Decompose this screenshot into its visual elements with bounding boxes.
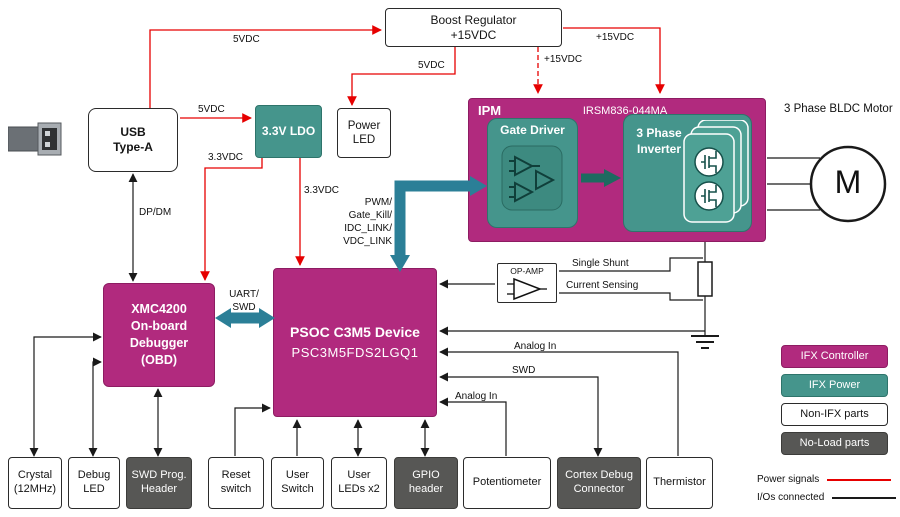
user-switch-box: User Switch — [271, 457, 324, 509]
gpio-header-label: GPIO header — [408, 469, 444, 495]
label-pwm-bus: PWM/ Gate_Kill/ IDC_LINK/ VDC_LINK — [343, 197, 392, 247]
label-uart-swd: UART/ SWD — [229, 289, 259, 313]
legend-power-signals-label: Power signals — [757, 474, 820, 485]
power-led-box: Power LED — [337, 108, 391, 158]
debug-led-box: Debug LED — [68, 457, 120, 509]
label-3v3-ldo-obd: 3.3VDC — [208, 152, 244, 163]
label-15vdc-right: +15VDC — [596, 32, 635, 43]
ldo-label: 3.3V LDO — [261, 124, 316, 138]
boost-regulator-label: Boost Regulator +15VDC — [430, 12, 517, 42]
potentiometer-label: Potentiometer — [472, 476, 542, 489]
motor-label: 3 Phase BLDC Motor — [784, 103, 893, 115]
motor-symbol: M — [834, 164, 862, 200]
cortex-debug-connector-label: Cortex Debug Connector — [565, 469, 633, 495]
power-led-label: Power LED — [347, 119, 381, 146]
user-leds-label: User LEDs x2 — [338, 469, 380, 495]
label-dp-dm: DP/DM — [139, 207, 172, 218]
legend-no-load-parts: No-Load parts — [781, 432, 888, 455]
legend-ios-connected-label: I/Os connected — [757, 492, 825, 503]
ipm-title: IPM — [478, 103, 502, 118]
obd-label: XMC4200 On-board Debugger (OBD) — [129, 302, 189, 367]
label-15vdc-dashed: +15VDC — [544, 54, 583, 65]
psoc-part-number: PSC3M5FDS2LGQ1 — [291, 345, 419, 361]
crystal-label: Crystal (12MHz) — [13, 469, 57, 495]
legend-no-load-parts-label: No-Load parts — [799, 436, 870, 449]
opamp-label: OP-AMP — [510, 266, 544, 276]
gpio-header-box: GPIO header — [394, 457, 458, 509]
label-single-shunt: Single Shunt — [572, 258, 629, 269]
label-3v3-ldo-psoc: 3.3VDC — [304, 185, 340, 196]
opamp-box: OP-AMP — [497, 263, 557, 303]
debug-led-label: Debug LED — [77, 469, 111, 495]
swd-prog-header-label: SWD Prog. Header — [131, 469, 187, 495]
legend-ifx-power: IFX Power — [781, 374, 888, 397]
thermistor-label: Thermistor — [653, 476, 706, 489]
legend-ios-connected: I/Os connected — [757, 492, 897, 503]
thermistor-box: Thermistor — [646, 457, 713, 509]
motor-circle — [809, 145, 887, 223]
ipm-part-number: IRSM836-044MA — [582, 105, 668, 117]
ground-symbol — [691, 335, 719, 349]
legend-non-ifx-parts-label: Non-IFX parts — [800, 407, 869, 420]
reset-switch-box: Reset switch — [208, 457, 264, 509]
io-line-sample — [832, 496, 897, 499]
label-analog-in-top: Analog In — [514, 341, 557, 352]
legend-non-ifx-parts: Non-IFX parts — [781, 403, 888, 426]
user-leds-box: User LEDs x2 — [331, 457, 387, 509]
label-5vdc-usb-ldo: 5VDC — [198, 104, 225, 115]
power-signal-line-sample — [827, 478, 892, 481]
opamp-symbol-icon — [507, 277, 547, 300]
shunt-resistor — [697, 261, 713, 297]
label-5vdc-usb-boost: 5VDC — [233, 34, 260, 45]
inverter-mosfet-stack-icon — [683, 120, 749, 223]
obd-box: XMC4200 On-board Debugger (OBD) — [103, 283, 215, 387]
potentiometer-box: Potentiometer — [463, 457, 551, 509]
io-wires — [29, 157, 820, 457]
legend-ifx-controller: IFX Controller — [781, 345, 888, 368]
label-swd: SWD — [512, 365, 536, 376]
gate-driver-amplifiers-icon — [501, 145, 563, 211]
user-switch-label: User Switch — [281, 469, 314, 495]
reset-switch-label: Reset switch — [220, 469, 252, 495]
usb-type-a-label: USB Type-A — [113, 125, 153, 154]
label-current-sensing: Current Sensing — [566, 280, 639, 291]
legend-ifx-controller-label: IFX Controller — [800, 349, 869, 362]
cortex-debug-connector-box: Cortex Debug Connector — [557, 457, 641, 509]
usb-type-a-box: USB Type-A — [88, 108, 178, 172]
legend-ifx-power-label: IFX Power — [808, 378, 861, 391]
label-analog-in-bottom: Analog In — [455, 391, 498, 402]
ldo-box: 3.3V LDO — [255, 105, 322, 158]
legend-power-signals: Power signals — [757, 474, 892, 485]
psoc-title: PSOC C3M5 Device — [290, 323, 420, 340]
psoc-box: PSOC C3M5 Device PSC3M5FDS2LGQ1 — [273, 268, 437, 417]
swd-prog-header-box: SWD Prog. Header — [126, 457, 192, 509]
gate-driver-label: Gate Driver — [500, 123, 565, 137]
boost-regulator-box: Boost Regulator +15VDC — [385, 8, 562, 47]
power-wires — [149, 25, 665, 281]
inverter-label: 3 Phase Inverter — [636, 126, 682, 156]
crystal-box: Crystal (12MHz) — [8, 457, 62, 509]
usb-plug-icon — [8, 122, 62, 156]
label-5vdc-boost-led: 5VDC — [418, 60, 445, 71]
